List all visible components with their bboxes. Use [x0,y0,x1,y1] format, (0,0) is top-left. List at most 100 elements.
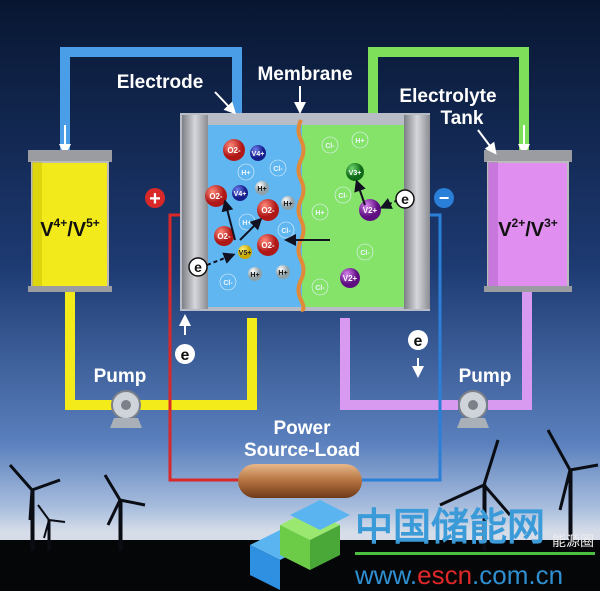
pipes [59,47,532,410]
svg-text:H+: H+ [257,186,266,193]
svg-text:V4+: V4+ [234,191,247,198]
electron-icon: e [175,314,195,364]
electron-icon: e [395,189,415,209]
right-electrode [404,115,430,309]
pointer-arrow-icon [477,129,497,155]
electrolyte-tank-label-line1: Electrolyte [399,86,496,107]
electrode-label: Electrode [117,72,204,93]
svg-text:Cl-: Cl- [338,193,348,200]
svg-text:H+: H+ [241,170,250,177]
left-tank-label: V4+/V5+ [40,216,100,241]
cell-stack: O2- V4+ H+ Cl- O2- V4+ H+ H+ O2- H+ O2- V5+ O2- Cl- H+… [180,113,430,312]
turbine-icon [439,439,512,551]
svg-text:H+: H+ [242,220,251,227]
power-load-resistor [238,464,362,498]
svg-text:V2+: V2+ [363,206,378,215]
svg-text:e: e [401,191,409,207]
svg-text:+: + [149,188,161,210]
svg-text:H+: H+ [250,272,259,279]
svg-text:V2+: V2+ [343,274,358,283]
watermark-cn-name: 中国储能网 [355,507,545,549]
yellow-pipe [65,290,257,410]
violet-pipe [340,290,532,410]
ion-right-V2plus: V2+ [359,199,381,221]
svg-text:H+: H+ [278,270,287,277]
svg-text:e: e [181,347,190,364]
pointer-arrow-icon [214,91,237,115]
svg-text:V5+: V5+ [239,250,252,257]
ion-left-Hplus: H+ [237,163,255,181]
left-pump-icon [110,390,142,428]
ion-left-Hplus: H+ [281,196,295,210]
electrolyte-tank-label-line2: Tank [441,108,484,129]
left-pump-label: Pump [94,366,147,387]
ion-left-O2minus: O2- [223,139,245,161]
ion-right-V2plus: V2+ [340,268,360,288]
wind-turbines [8,429,599,551]
ion-right-Clminus: Cl- [311,278,329,296]
membrane-label: Membrane [257,64,352,85]
ion-left-O2minus: O2- [257,234,279,256]
svg-text:−: − [439,188,450,208]
svg-text:H+: H+ [355,138,364,145]
turbine-icon [103,474,146,551]
reaction-arrow-icon [354,179,366,206]
escn-logo-icon [250,500,350,590]
ion-right-V3plus: V3+ [346,163,364,181]
negative-wire [360,213,442,482]
left-tank: V4+/V5+ [28,150,112,292]
ion-left-O2minus: O2- [205,185,227,207]
ion-left-O2minus: O2- [257,199,279,221]
svg-text:Cl-: Cl- [360,250,370,257]
watermark-url: www.escn.com.cn [354,560,563,590]
right-pump-label: Pump [459,366,512,387]
ion-left-Clminus: Cl- [219,273,237,291]
electron-icon: e [408,330,428,378]
svg-text:O2-: O2- [227,146,241,155]
ion-right-Clminus: Cl- [334,186,352,204]
ion-right-Clminus: Cl- [321,136,339,154]
right-pump-icon [457,390,489,428]
svg-text:O2-: O2- [261,206,275,215]
positive-terminal-icon: + [145,188,165,210]
svg-text:O2-: O2- [217,232,231,241]
svg-text:Cl-: Cl- [273,166,283,173]
turbine-icon [8,464,61,551]
svg-text:Cl-: Cl- [325,143,335,150]
ion-right-Clminus: Cl- [356,243,374,261]
ion-left-Hplus: H+ [248,267,262,281]
blue-pipe [60,47,242,150]
ion-left-Clminus: Cl- [269,159,287,177]
escn-watermark: 中国储能网 www.escn.com.cn 能源圈 [250,500,595,590]
svg-text:e: e [414,333,423,350]
ion-right-Hplus: H+ [311,203,329,221]
ion-right-Hplus: H+ [351,131,369,149]
turbine-icon [546,429,599,551]
electron-icon: e [188,257,208,277]
power-label-line1: Power [273,418,331,439]
svg-text:V3+: V3+ [349,170,362,177]
membrane [296,119,306,312]
power-label-line2: Source-Load [244,440,360,461]
ion-left-V4plus: V4+ [250,145,266,161]
svg-text:O2-: O2- [209,192,223,201]
green-pipe [368,47,529,150]
ion-left-V5plus: V5+ [238,245,252,259]
left-electrode [182,115,208,309]
positive-wire [168,213,240,482]
right-tank-label: V2+/V3+ [498,216,558,241]
ions: O2- V4+ H+ Cl- O2- V4+ H+ H+ O2- H+ O2- V5+ O2- Cl- H+… [205,131,381,296]
svg-text:Cl-: Cl- [281,228,291,235]
reaction-arrow-icon [221,199,236,241]
right-tank: V2+/V3+ [484,150,572,292]
svg-text:O2-: O2- [261,241,275,250]
ion-left-O2minus: O2- [214,226,234,246]
svg-text:Cl-: Cl- [315,285,325,292]
svg-text:e: e [194,259,202,275]
svg-text:Cl-: Cl- [223,280,233,287]
svg-text:V4+: V4+ [252,151,265,158]
ion-left-Hplus: H+ [276,265,290,279]
svg-text:H+: H+ [283,201,292,208]
turbine-icon [37,504,66,551]
